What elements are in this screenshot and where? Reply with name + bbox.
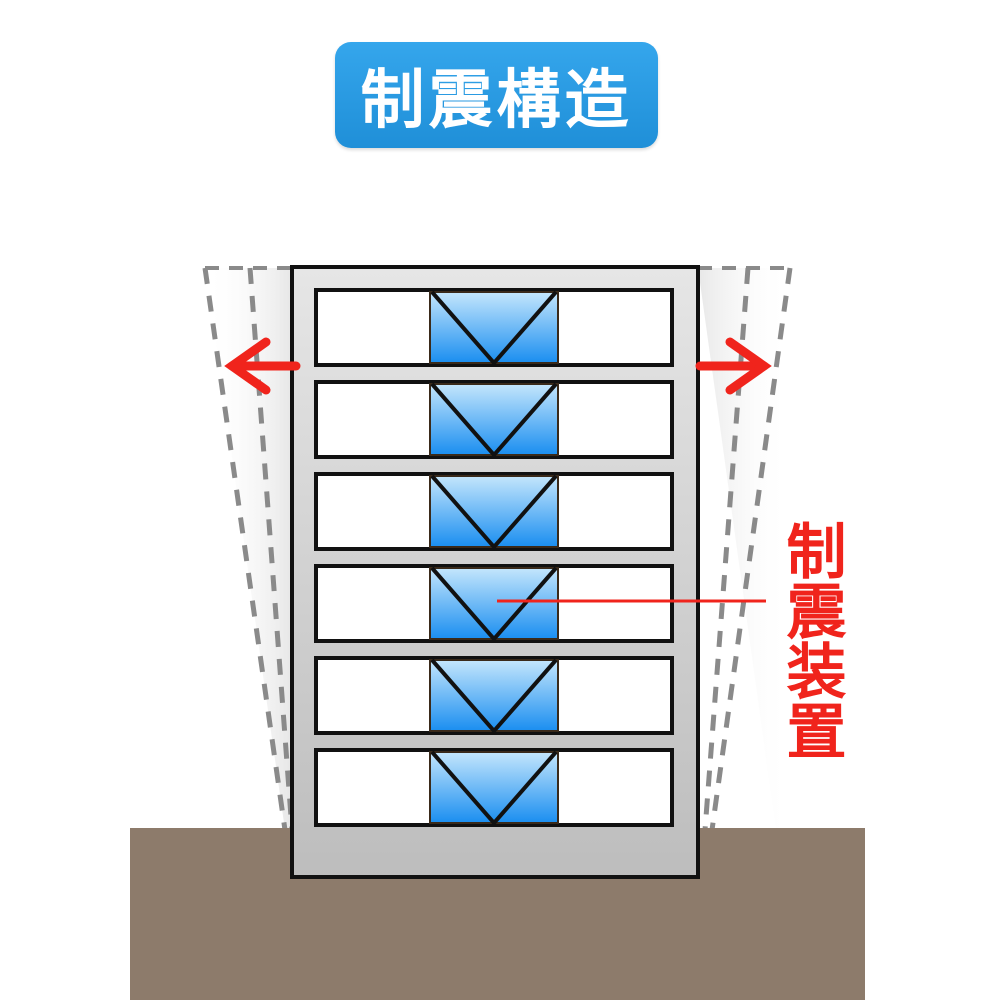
- damper-brace: [430, 658, 558, 735]
- floor: [314, 472, 674, 551]
- damper-brace: [430, 750, 558, 827]
- damper-device-label: 制震装置: [776, 520, 846, 760]
- title-badge: 制震構造: [335, 42, 658, 148]
- floor: [314, 380, 674, 459]
- damper-bay: [429, 659, 559, 732]
- floor: [314, 288, 674, 367]
- damper-brace: [430, 382, 558, 459]
- damper-bay: [429, 751, 559, 824]
- damper-bay: [429, 383, 559, 456]
- sway-arrow-right: [695, 337, 772, 395]
- floor: [314, 564, 674, 643]
- sway-arrow-left: [224, 337, 301, 395]
- building-floors: [314, 288, 674, 827]
- damper-brace: [430, 566, 558, 643]
- damper-bay: [429, 475, 559, 548]
- title-text: 制震構造: [360, 64, 633, 138]
- damper-brace: [430, 290, 558, 367]
- damper-bay: [429, 567, 559, 640]
- damper-bay: [429, 291, 559, 364]
- floor: [314, 748, 674, 827]
- damper-brace: [430, 474, 558, 551]
- floor: [314, 656, 674, 735]
